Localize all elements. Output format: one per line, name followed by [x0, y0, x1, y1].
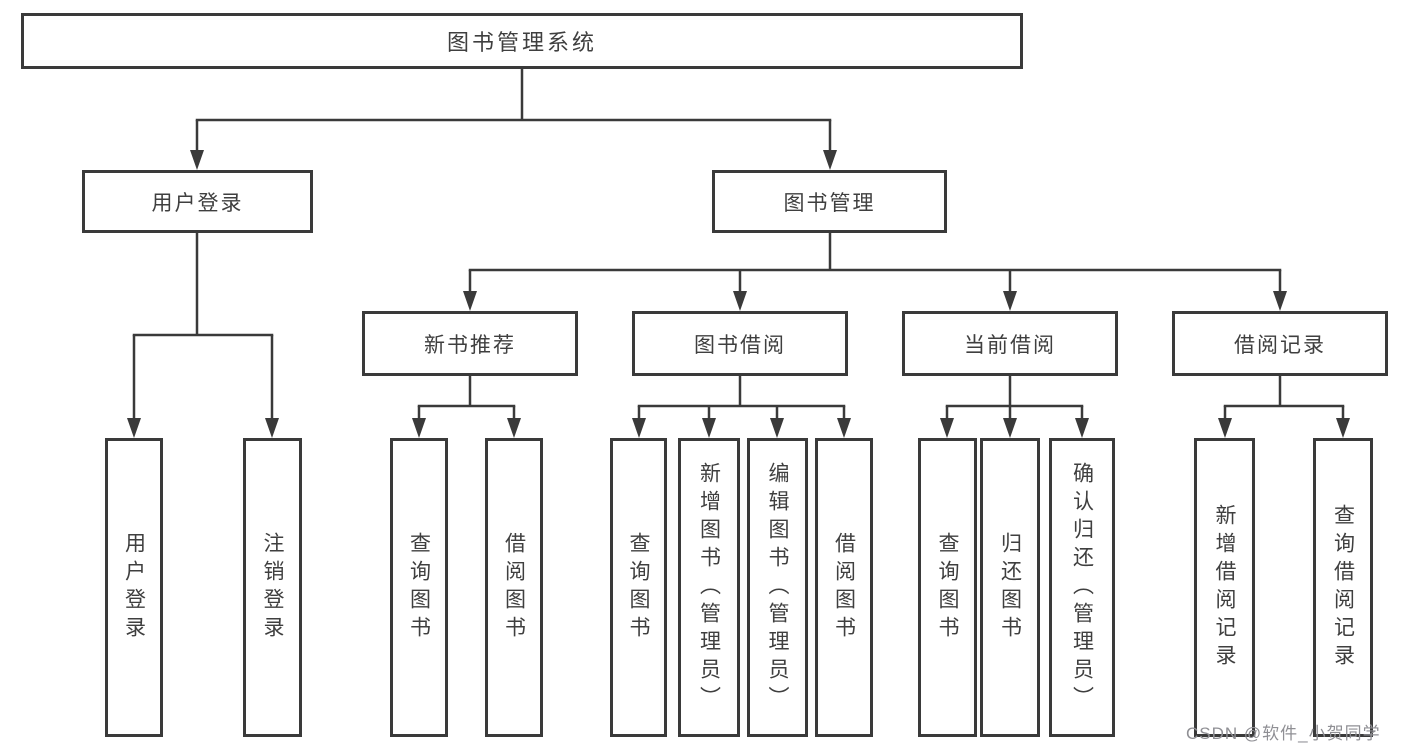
node-label: 查询图书	[627, 531, 650, 644]
node-label: 当前借阅	[964, 333, 1056, 357]
leaf-user-login: 用户登录	[105, 438, 163, 737]
connector-arrow	[837, 418, 851, 438]
node-library-management-system: 图书管理系统	[21, 13, 1023, 69]
connector-arrow	[190, 150, 204, 170]
node-label: 图书管理系统	[446, 30, 597, 55]
node-label: 查询图书	[936, 531, 959, 644]
connector-arrow	[770, 418, 784, 438]
connector-arrow	[1003, 291, 1017, 311]
node-label: 编辑图书（管理员）	[766, 461, 789, 714]
node-label: 查询图书	[407, 531, 431, 644]
leaf-recommend-query-book: 查询图书	[390, 438, 448, 737]
node-label: 新增图书（管理员）	[697, 461, 721, 714]
node-label: 借阅图书	[832, 531, 856, 644]
connector-arrow	[1075, 418, 1089, 438]
connector-arrow	[632, 418, 646, 438]
node-label: 新书推荐	[424, 333, 516, 357]
node-label: 借阅图书	[502, 531, 526, 644]
node-label: 借阅记录	[1234, 333, 1326, 357]
node-label: 新增借阅记录	[1213, 503, 1236, 672]
node-label: 确认归还（管理员）	[1070, 461, 1094, 714]
connector-arrow	[127, 418, 141, 438]
connector-arrow	[1218, 418, 1232, 438]
connector-arrow	[1273, 291, 1287, 311]
leaf-records-query-record: 查询借阅记录	[1313, 438, 1373, 737]
node-label: 图书借阅	[694, 333, 786, 357]
connector-arrow	[940, 418, 954, 438]
connector-arrow	[823, 150, 837, 170]
node-label: 用户登录	[122, 531, 146, 644]
node-label: 归还图书	[998, 531, 1022, 644]
node-book-borrowing: 图书借阅	[632, 311, 848, 376]
node-label: 查询借阅记录	[1331, 503, 1355, 672]
connector-arrow	[507, 418, 521, 438]
leaf-logout: 注销登录	[243, 438, 302, 737]
connector-arrow	[412, 418, 426, 438]
leaf-current-return-book: 归还图书	[980, 438, 1040, 737]
connector-arrow	[1003, 418, 1017, 438]
connector-arrow	[1336, 418, 1350, 438]
node-book-management: 图书管理	[712, 170, 947, 233]
node-new-book-recommendation: 新书推荐	[362, 311, 578, 376]
leaf-borrow-query-book: 查询图书	[610, 438, 667, 737]
leaf-borrow-borrow-book: 借阅图书	[815, 438, 873, 737]
node-user-login: 用户登录	[82, 170, 313, 233]
node-label: 注销登录	[261, 531, 284, 644]
leaf-current-confirm-return-admin: 确认归还（管理员）	[1049, 438, 1115, 737]
connector-arrow	[733, 291, 747, 311]
node-label: 图书管理	[783, 191, 876, 215]
node-current-borrowing: 当前借阅	[902, 311, 1118, 376]
connector-arrow	[702, 418, 716, 438]
csdn-watermark: CSDN @软件_小贺同学	[1186, 724, 1381, 743]
node-label: 用户登录	[151, 191, 244, 215]
leaf-borrow-add-book-admin: 新增图书（管理员）	[678, 438, 740, 737]
node-borrowing-records: 借阅记录	[1172, 311, 1388, 376]
leaf-recommend-borrow-book: 借阅图书	[485, 438, 543, 737]
leaf-records-add-record: 新增借阅记录	[1194, 438, 1255, 737]
leaf-borrow-edit-book-admin: 编辑图书（管理员）	[747, 438, 808, 737]
connector-arrow	[265, 418, 279, 438]
connector-arrow	[463, 291, 477, 311]
leaf-current-query-book: 查询图书	[918, 438, 977, 737]
